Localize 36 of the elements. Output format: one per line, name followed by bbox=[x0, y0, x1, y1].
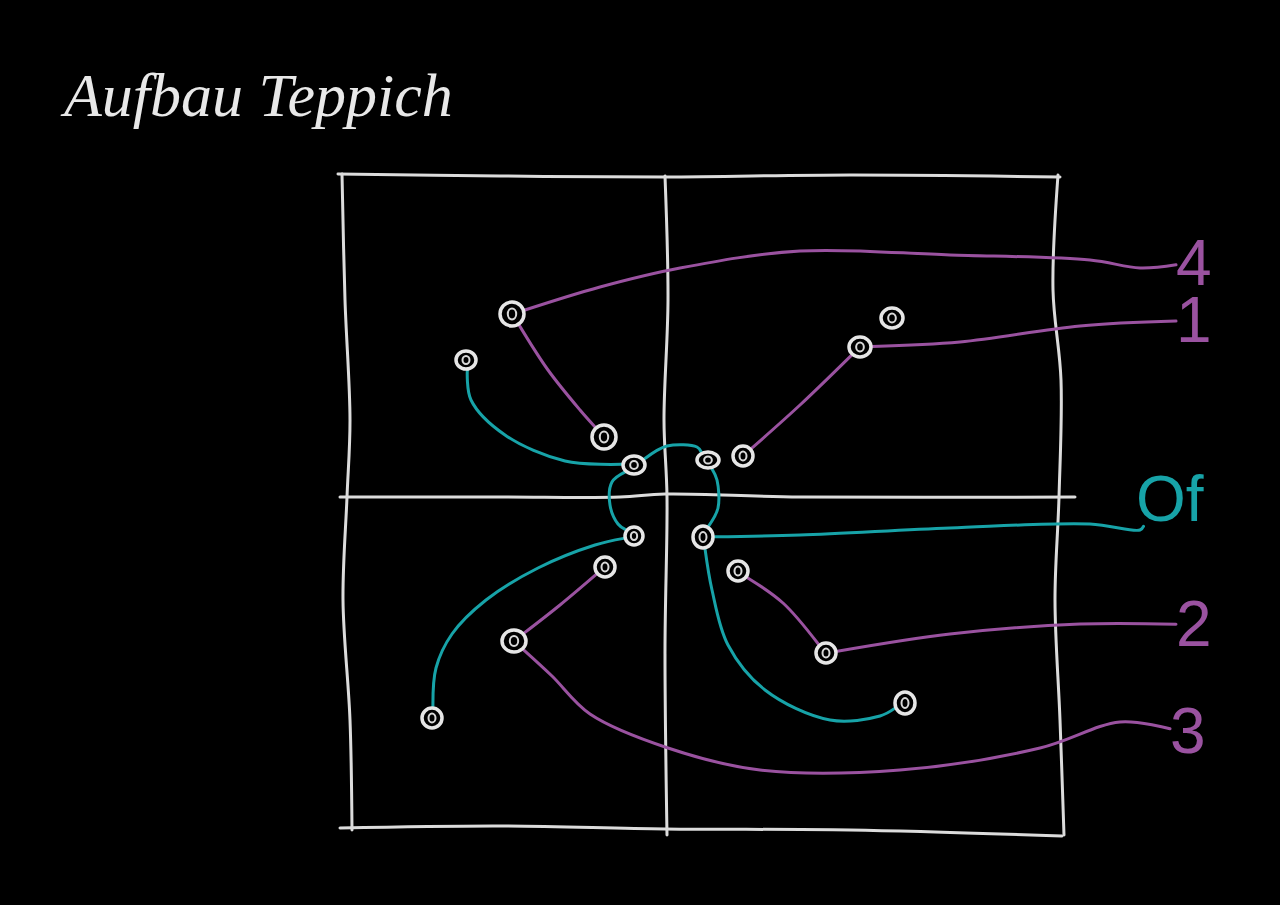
ring-icon bbox=[498, 300, 526, 328]
callout-label: 1 bbox=[1176, 293, 1212, 348]
thread-line bbox=[703, 547, 897, 723]
thread-line bbox=[522, 572, 598, 635]
ring-icon bbox=[623, 525, 645, 547]
ring-icon bbox=[879, 306, 905, 330]
ring-icon bbox=[500, 628, 528, 654]
thread-line bbox=[465, 368, 624, 466]
thread-line bbox=[871, 319, 1178, 348]
ring-icon bbox=[593, 555, 617, 579]
callout-label: 2 bbox=[1176, 597, 1212, 652]
thread-line bbox=[713, 522, 1145, 539]
thread-line bbox=[607, 470, 628, 532]
thread-line bbox=[750, 353, 853, 450]
thread-line bbox=[835, 621, 1178, 653]
ring-icon bbox=[731, 444, 755, 468]
ring-icon bbox=[726, 559, 750, 583]
thread-line bbox=[745, 576, 820, 646]
callout-label: 3 bbox=[1170, 704, 1206, 759]
ring-icon bbox=[454, 349, 478, 371]
thread-line bbox=[522, 648, 1172, 775]
ring-icon bbox=[621, 454, 647, 476]
thread-line bbox=[707, 467, 721, 528]
thread-line bbox=[523, 248, 1178, 312]
ring-icon bbox=[420, 706, 444, 730]
ring-icon bbox=[691, 524, 715, 550]
ring-icon bbox=[590, 423, 618, 451]
ring-icon bbox=[695, 450, 721, 470]
callout-label: 4 bbox=[1176, 236, 1212, 291]
ring-icon bbox=[847, 335, 873, 359]
thread-line bbox=[517, 323, 597, 429]
thread-line bbox=[642, 443, 703, 461]
ring-icon bbox=[814, 641, 838, 665]
ring-icon bbox=[893, 690, 917, 716]
callout-label: Of bbox=[1136, 472, 1204, 527]
thread-line bbox=[431, 536, 626, 709]
